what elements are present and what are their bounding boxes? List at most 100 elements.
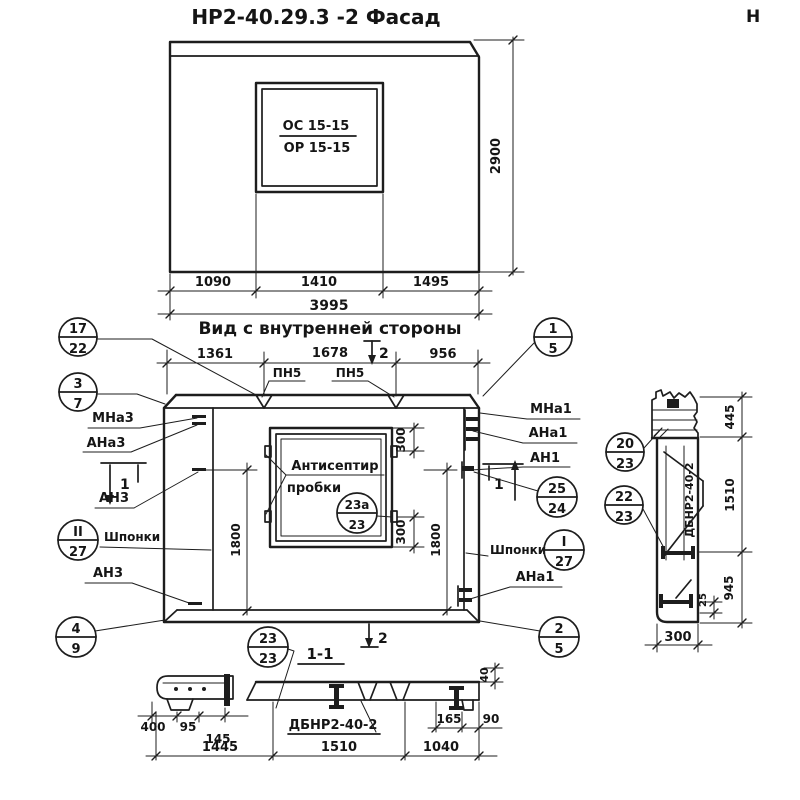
svg-text:17: 17 [69,322,87,337]
label-an1: АН1 [530,451,560,466]
svg-text:4: 4 [71,622,80,637]
svg-text:1: 1 [120,477,130,493]
svg-text:2: 2 [554,622,563,637]
svg-text:1: 1 [494,477,504,493]
section-dim-1445: 1445 [202,740,238,755]
connector-ibeam-horizontal [661,546,695,559]
callout-17-22: 17 22 [58,317,259,397]
side-dim-1510: 1510 [723,478,737,511]
svg-text:20: 20 [616,437,634,452]
section-beam-label: ДБНР2-40-2 [289,718,378,733]
facade-panel-outline [168,40,481,274]
section-dim-1510: 1510 [321,740,357,755]
side-dim-25: 25 [698,593,709,607]
corner-letter: Н [746,7,760,27]
label-ana3: АНа3 [87,436,126,451]
label-ana1-bottom: АНа1 [516,570,555,585]
svg-text:23а: 23а [345,498,370,512]
facade-dim-2: 1410 [301,275,337,290]
svg-text:1: 1 [548,322,557,337]
svg-text:27: 27 [69,545,87,560]
anchor-dash [192,422,206,425]
svg-text:5: 5 [554,642,563,657]
dim-1800-left: 1800 [229,523,243,556]
section-dim-165: 165 [436,712,461,726]
facade-window-mark-top: ОС 15-15 [283,119,350,134]
cut-mark-1-right: 1 [482,460,524,501]
inner-view-title: Вид с внутренней стороны [198,319,461,339]
anchor-dash [192,415,206,418]
inner-view: Вид с внутренней стороны 1361 1678 956 2… [55,317,585,658]
facade-dim-height: 2900 [489,138,504,174]
anchor-dash [188,602,202,605]
facade-window-opening [254,81,385,194]
svg-text:23: 23 [615,510,633,525]
dim-1800-right: 1800 [429,523,443,556]
side-beam-label: ДБНР2-40-2 [683,462,696,537]
svg-text:23: 23 [259,632,277,647]
label-mna3: МНа3 [92,411,134,426]
svg-text:5: 5 [548,342,557,357]
connector-ibeam [329,684,344,709]
label-antiseptic-1: Антисептир [291,459,378,474]
svg-text:22: 22 [615,490,633,505]
callout-3-7: 3 7 [58,372,166,412]
facade-dim-total: 3995 [310,298,349,314]
facade-dim-3: 1495 [413,275,449,290]
svg-text:23: 23 [616,457,634,472]
section-dim-145: 145 [205,732,230,746]
section-dim-400: 400 [140,720,165,734]
svg-text:23: 23 [259,652,277,667]
inner-window-opening [268,426,394,549]
label-ana1: АНа1 [529,426,568,441]
connector-ibeam-horizontal [659,579,693,608]
section-dim-90: 90 [483,712,500,726]
dim-300-top: 300 [394,427,408,452]
callout-22-23: 22 23 [604,485,665,549]
inner-dim-top-3: 956 [429,347,456,362]
cut-mark-1-left: 1 [100,462,147,505]
callout-25-24: 25 24 [473,471,578,518]
side-dim-445: 445 [723,404,737,429]
label-shponki-right: Шпонки [490,543,546,557]
label-mna1: МНа1 [530,402,572,417]
svg-text:22: 22 [69,342,87,357]
svg-text:3: 3 [73,377,82,392]
cut-mark-2-bottom: 2 [360,623,388,648]
facade-window-mark-bottom: ОР 15-15 [284,141,351,156]
right-edge-brackets [457,409,478,607]
facade-dim-1: 1090 [195,275,231,290]
svg-text:23: 23 [349,518,366,532]
section-dim-95: 95 [180,720,197,734]
label-an3-mid: АН3 [99,491,129,506]
side-view-cap [651,389,699,439]
callout-1-5: 1 5 [482,317,573,397]
label-an3-bottom: АН3 [93,566,123,581]
inner-dim-top-2: 1678 [312,346,348,361]
label-antiseptic-2: пробки [287,481,341,496]
callout-I-27: I 27 [543,529,585,571]
callout-2-5: 2 5 [479,616,580,658]
side-dim-300: 300 [664,630,691,645]
section-left-end [156,674,234,711]
section-1-1: 23 23 1-1 [137,626,504,761]
svg-text:II: II [73,525,83,540]
label-pn5-right: ПН5 [336,366,364,380]
svg-text:I: I [562,535,567,550]
callout-4-9: 4 9 [55,616,166,658]
section-dim-40: 40 [478,667,491,683]
callout-23a-23: 23а 23 [336,492,393,534]
svg-text:24: 24 [548,502,566,517]
label-shponki-left: Шпонки [104,530,160,544]
dim-300-bottom: 300 [394,519,408,544]
section-title: 1-1 [306,645,333,663]
svg-text:7: 7 [73,397,82,412]
side-dim-945: 945 [722,575,736,600]
label-pn5-left: ПН5 [273,366,301,380]
facade-view: ОС 15-15 ОР 15-15 2900 1090 1410 1495 39… [157,35,525,321]
inner-dim-top-1: 1361 [197,347,233,362]
callout-II-27: II 27 [57,519,99,561]
svg-text:27: 27 [555,555,573,570]
callout-23-23: 23 23 [247,626,295,709]
drawing-title: НР2-40.29.3 -2 Фасад [191,5,440,29]
